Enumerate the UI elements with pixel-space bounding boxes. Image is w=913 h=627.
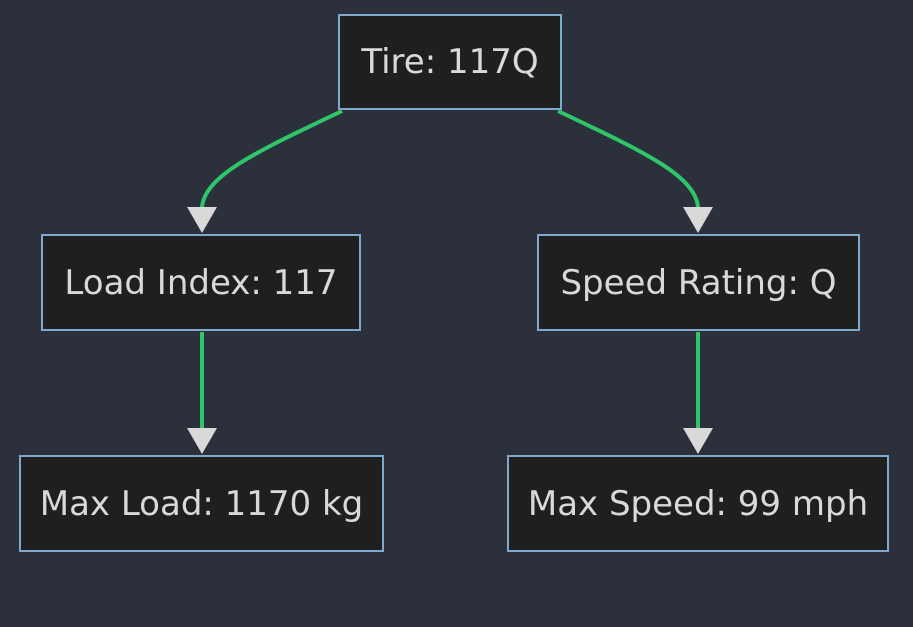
node-load-index: Load Index: 117 (41, 234, 361, 331)
node-max-speed: Max Speed: 99 mph (507, 455, 889, 552)
node-max-speed-label: Max Speed: 99 mph (527, 483, 869, 524)
edge-tire-to-load-index (200, 109, 343, 208)
node-tire: Tire: 117Q (338, 14, 562, 110)
node-max-load: Max Load: 1170 kg (19, 455, 384, 552)
node-tire-label: Tire: 117Q (361, 42, 539, 82)
arrowhead-load-index (187, 207, 217, 233)
node-speed-rating: Speed Rating: Q (537, 234, 860, 331)
arrowhead-speed-rating (683, 207, 713, 233)
arrowhead-max-speed (683, 428, 713, 454)
node-speed-rating-label: Speed Rating: Q (560, 262, 837, 303)
edge-tire-to-speed-rating (557, 109, 700, 208)
node-load-index-label: Load Index: 117 (64, 262, 338, 303)
arrowhead-max-load (187, 428, 217, 454)
node-max-load-label: Max Load: 1170 kg (39, 483, 364, 524)
